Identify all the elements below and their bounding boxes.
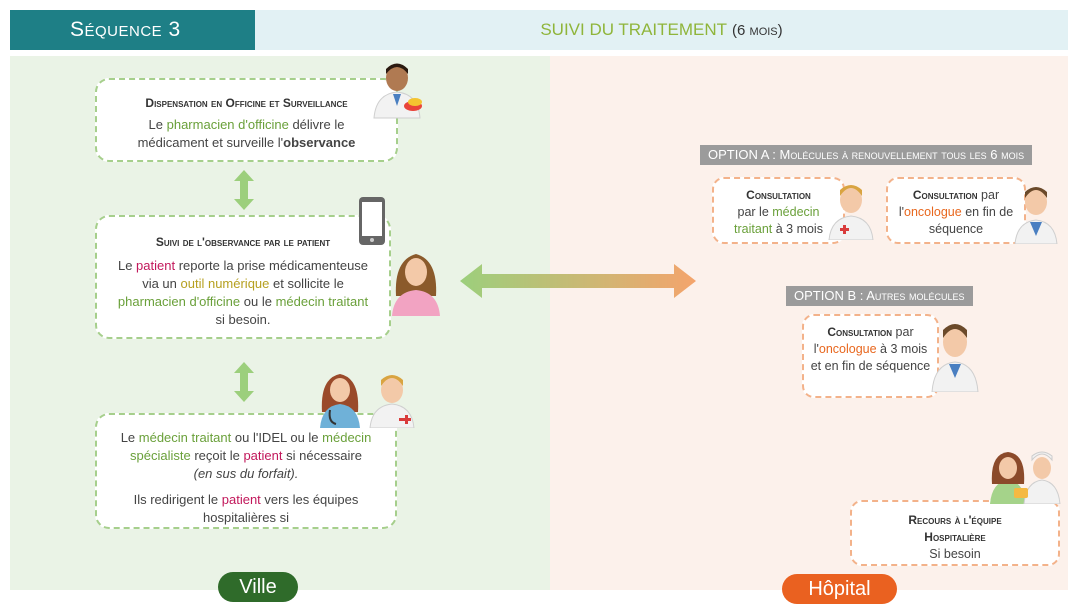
dispensation-title: Dispensation en Officine et Surveillance — [145, 96, 348, 110]
pharmacist-icon — [373, 63, 422, 119]
text-seg: patient — [136, 258, 176, 273]
text-seg: médecin traitant — [275, 294, 369, 309]
text-seg: médecin traitant — [138, 430, 232, 445]
text-seg: si besoin. — [215, 312, 271, 327]
text-seg: médecin traitant — [734, 205, 820, 236]
recours-sub: Si besoin — [929, 547, 981, 561]
option-b-text: OPTION B : Autres molécules — [794, 288, 965, 303]
vertical-arrow-icon — [234, 170, 254, 210]
text-seg: Ils redirigent le — [133, 492, 222, 507]
text-seg: à 3 mois et en fin de séquence — [810, 342, 931, 373]
hospital-team-icon — [990, 451, 1061, 504]
text-seg: à 3 mois — [772, 222, 823, 236]
patient-woman-icon — [392, 254, 440, 316]
text-seg: délivre le médicament et surveille l' — [137, 117, 345, 150]
text-seg: Le — [120, 430, 139, 445]
consultation-medecin-box: Consultation par le médecin traitant à 3… — [712, 177, 845, 244]
doctor-icon — [828, 185, 874, 240]
medecin-box: Le médecin traitant ou l'IDEL ou le méde… — [95, 413, 397, 529]
ville-label: Ville — [218, 572, 298, 602]
sequence-label: Séquence 3 — [70, 18, 181, 41]
dispensation-box: Dispensation en Officine et Surveillance… — [95, 78, 398, 162]
title-paren: (6 mois) — [732, 21, 783, 39]
text-seg: par l' — [898, 188, 1000, 219]
text-seg: patient — [221, 492, 261, 507]
consultation-title: Consultation — [827, 325, 893, 339]
text-seg: médecin spécialiste — [130, 430, 372, 463]
text-seg: reporte la prise médicamenteuse via un — [142, 258, 369, 291]
text-seg: et sollicite le — [269, 276, 344, 291]
hopital-label: Hôpital — [782, 574, 897, 604]
recours-title: Recours à l'équipe Hospitalière — [908, 513, 1002, 544]
page-title: SUIVI DU TRAITEMENT (6 mois) — [255, 10, 1068, 50]
recours-box: Recours à l'équipe Hospitalière Si besoi… — [850, 500, 1060, 566]
text-seg: en fin de séquence — [928, 205, 1014, 236]
text-seg: pharmacien d'officine — [117, 294, 241, 309]
consultation-title: Consultation — [912, 188, 978, 202]
text-seg: Le — [117, 258, 137, 273]
observance-title: Suivi de l'observance par le patient — [155, 235, 331, 249]
nurse-icon — [320, 374, 360, 428]
option-a-text: OPTION A : Molécules à renouvellement to… — [708, 147, 1025, 162]
text-seg: par le — [737, 205, 773, 219]
text-seg: si nécessaire — [282, 448, 362, 463]
text-seg: observance — [283, 135, 356, 150]
text-seg: ou l'IDEL ou le — [231, 430, 323, 445]
text-seg: oncologue — [818, 342, 877, 356]
consultation-title: Consultation — [746, 188, 811, 202]
doctor-icon — [369, 375, 415, 428]
text-seg: patient — [243, 448, 283, 463]
horizontal-arrow-icon — [460, 264, 696, 298]
sequence-tab: Séquence 3 — [10, 10, 255, 50]
option-b-label: OPTION B : Autres molécules — [786, 286, 973, 306]
text-seg: oncologue — [904, 205, 962, 219]
title-main: SUIVI DU TRAITEMENT — [540, 20, 728, 39]
text-seg: pharmacien d'officine — [166, 117, 289, 132]
phone-icon — [359, 197, 385, 245]
text-seg: reçoit le — [190, 448, 244, 463]
text-seg: ou le — [240, 294, 276, 309]
oncologist-icon — [1014, 187, 1058, 244]
text-seg: vers les équipes hospitalières si — [203, 492, 359, 525]
consultation-option-b-box: Consultation par l'oncologue à 3 mois et… — [802, 314, 939, 398]
observance-box: Suivi de l'observance par le patient Le … — [95, 215, 391, 339]
text-seg: par l' — [813, 325, 914, 356]
consultation-oncologue-box: Consultation par l'oncologue en fin de s… — [886, 177, 1026, 244]
text-seg: outil numérique — [180, 276, 270, 291]
oncologist-icon — [931, 324, 979, 392]
vertical-arrow-icon — [234, 362, 254, 402]
option-a-label: OPTION A : Molécules à renouvellement to… — [700, 145, 1033, 165]
text-seg: Le — [148, 117, 167, 132]
text-seg: (en sus du forfait). — [193, 466, 299, 481]
